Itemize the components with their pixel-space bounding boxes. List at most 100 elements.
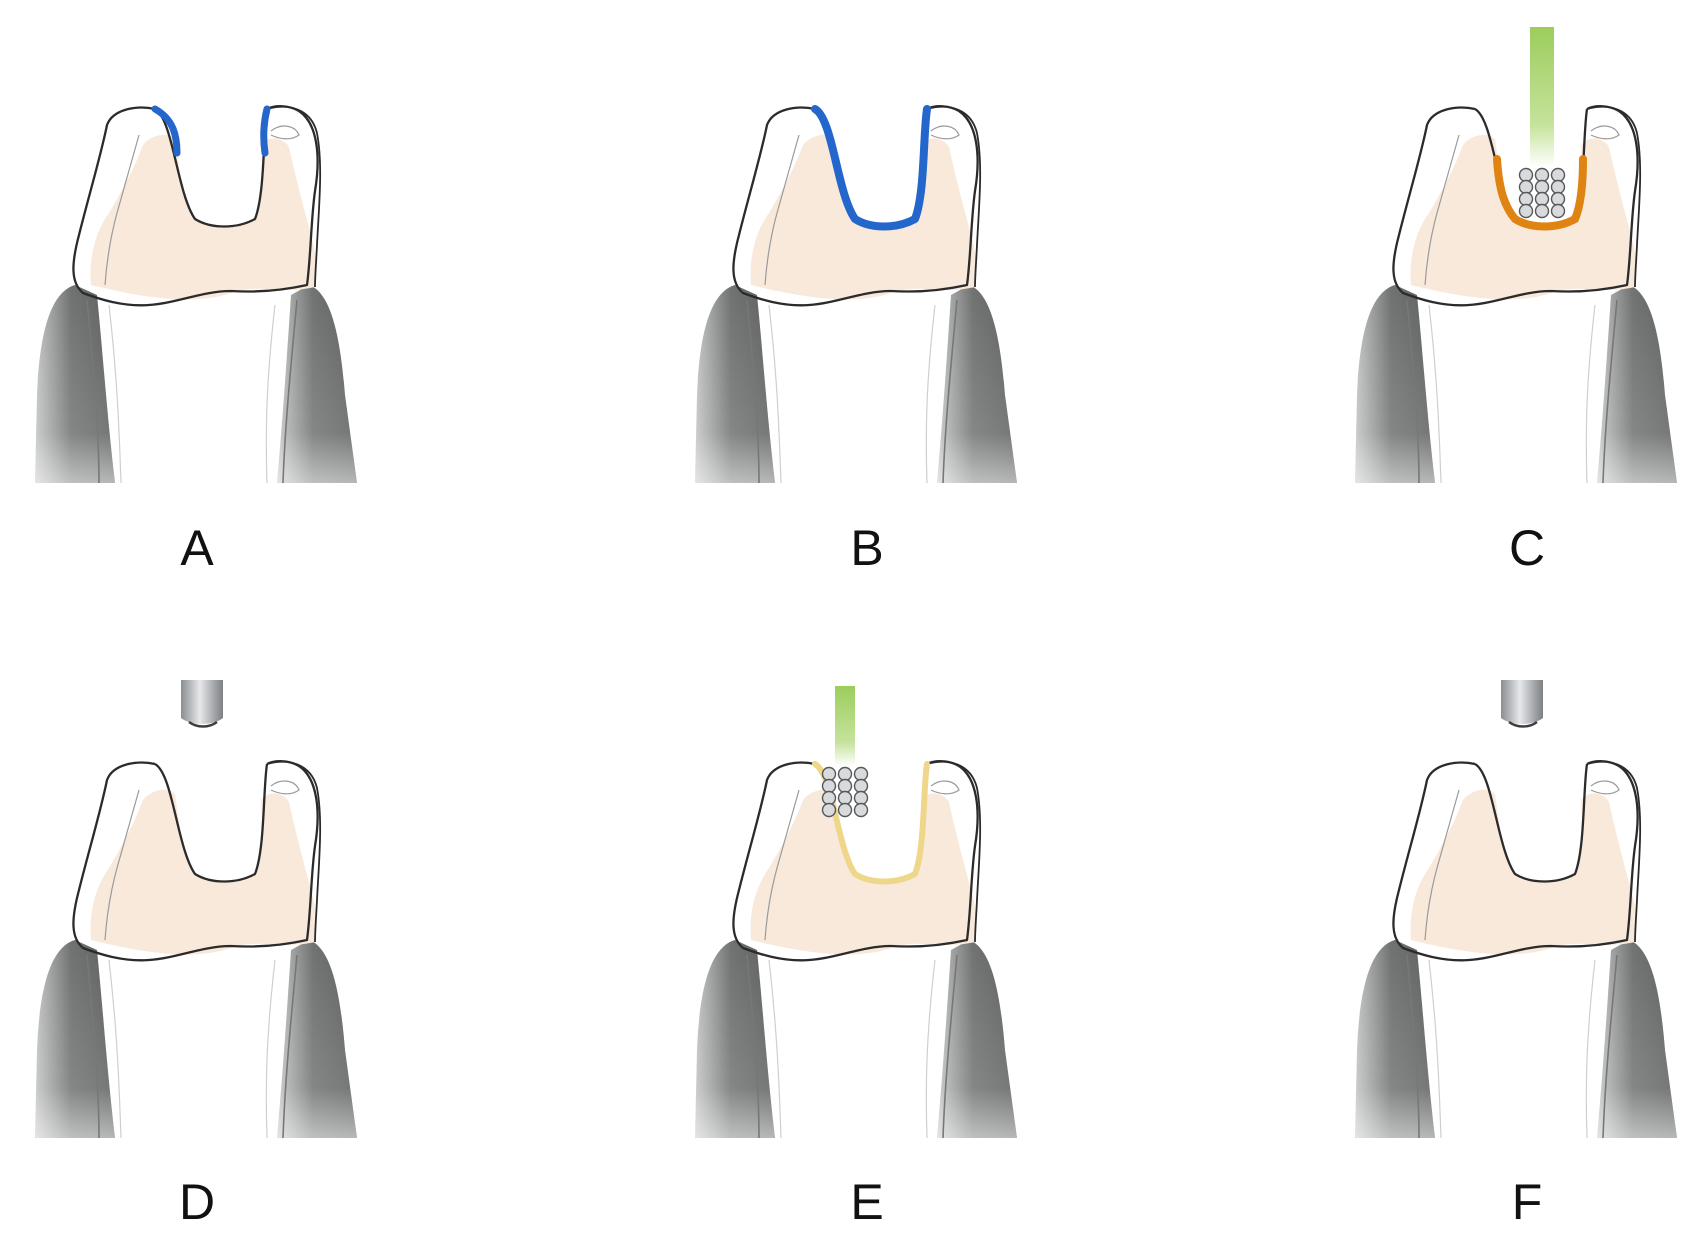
brush-bristle: [853, 790, 869, 806]
panel-a: [35, 105, 357, 484]
root-outline-right: [282, 299, 298, 484]
root-outline-right: [942, 299, 958, 484]
root-outline-left: [86, 954, 100, 1139]
dentin: [1410, 789, 1637, 955]
enamel-outline-right: [926, 105, 982, 288]
brush-bristle: [1518, 179, 1534, 195]
crown-outline: [732, 760, 979, 962]
gum-left-fade: [1355, 285, 1435, 483]
enamel-mark-right: [930, 125, 960, 140]
brush-bristle: [1534, 203, 1550, 219]
dentin: [90, 789, 317, 955]
gum-right-fade: [277, 285, 357, 483]
brush-bristle: [1518, 203, 1534, 219]
root-outline-right: [1602, 954, 1618, 1139]
root-canal-right: [925, 304, 936, 484]
gum-left-fade: [695, 940, 775, 1138]
panel-e: [695, 686, 1017, 1139]
brush-bristle: [1550, 179, 1566, 195]
enamel-outline-right: [926, 760, 982, 943]
enamel-mark-right: [270, 125, 300, 140]
light-tip: [181, 680, 223, 724]
enamel-outline-right: [1586, 105, 1642, 288]
dentin: [750, 789, 977, 955]
root-canal-left: [768, 304, 782, 484]
gum-left-fade: [35, 285, 115, 483]
root-outline-left: [746, 954, 760, 1139]
enamel-mark-left: [1424, 134, 1460, 286]
root-canal-right: [1585, 959, 1596, 1139]
etchant-layer: [811, 105, 931, 231]
gum-right-fade: [277, 940, 357, 1138]
brush-bristle: [1518, 191, 1534, 207]
crown-outline: [1392, 760, 1639, 962]
root-canal-left: [1428, 959, 1442, 1139]
enamel-outline-right: [266, 760, 322, 943]
cavity-outline: [154, 107, 269, 228]
crown-outline: [1392, 105, 1639, 307]
root-outline-right: [942, 954, 958, 1139]
gum-left-fade: [695, 285, 775, 483]
panel-label-a: A: [180, 520, 214, 576]
brush-bristle: [821, 766, 837, 782]
root-canal-right: [265, 959, 276, 1139]
brush-bristle: [821, 778, 837, 794]
panel-label-d: D: [178, 1174, 216, 1230]
brush-handle: [1530, 27, 1554, 167]
brush-bristle: [821, 790, 837, 806]
etchant-left-margin: [151, 105, 181, 157]
gum-right-fade: [937, 940, 1017, 1138]
dentin: [1410, 134, 1637, 300]
panel-c: [1355, 27, 1677, 484]
brush-bristle: [1534, 191, 1550, 207]
brush-bristle: [1550, 203, 1566, 219]
brush-bristle: [821, 802, 837, 818]
cavity-outline: [154, 762, 269, 883]
root-outline-left: [86, 299, 100, 484]
root-canal-right: [265, 304, 276, 484]
gum-right-fade: [1597, 285, 1677, 483]
light-tip-edge: [1508, 720, 1538, 728]
dentin: [90, 134, 317, 300]
root-canal-right: [925, 959, 936, 1139]
root-outline-left: [1406, 299, 1420, 484]
root-outline-right: [1602, 299, 1618, 484]
gum-left-fade: [35, 940, 115, 1138]
brush-bristle: [1518, 167, 1534, 183]
enamel-mark-right: [270, 780, 300, 795]
root-canal-left: [108, 304, 122, 484]
brush-handle: [835, 686, 855, 766]
root-canal-left: [1428, 304, 1442, 484]
gum-left-fade: [1355, 940, 1435, 1138]
enamel-mark-left: [764, 134, 800, 286]
enamel-mark-right: [1590, 125, 1620, 140]
crown-outline: [72, 760, 319, 962]
enamel-mark-left: [104, 134, 140, 286]
etchant-right-margin: [260, 105, 271, 157]
brush-bristle: [853, 802, 869, 818]
enamel-mark-right: [930, 780, 960, 795]
panel-label-c: C: [1508, 520, 1546, 576]
brush-bristle: [1550, 191, 1566, 207]
enamel-mark-left: [1424, 789, 1460, 941]
enamel-mark-right: [1590, 780, 1620, 795]
root-outline-left: [746, 299, 760, 484]
root-canal-left: [768, 959, 782, 1139]
brush-bristle: [1534, 179, 1550, 195]
panel-d: [35, 680, 357, 1139]
root-outline-left: [1406, 954, 1420, 1139]
root-canal-left: [108, 959, 122, 1139]
adhesive-layer: [1493, 155, 1587, 231]
brush-bristle: [1534, 167, 1550, 183]
dentin: [750, 134, 977, 300]
panel-label-b: B: [850, 520, 884, 576]
brush-bristle: [837, 778, 853, 794]
panel-label-e: E: [850, 1174, 884, 1230]
brush-bristle: [853, 778, 869, 794]
cavity-outline: [1474, 762, 1589, 883]
crown-outline: [732, 105, 979, 307]
enamel-mark-left: [104, 789, 140, 941]
root-outline-right: [282, 954, 298, 1139]
